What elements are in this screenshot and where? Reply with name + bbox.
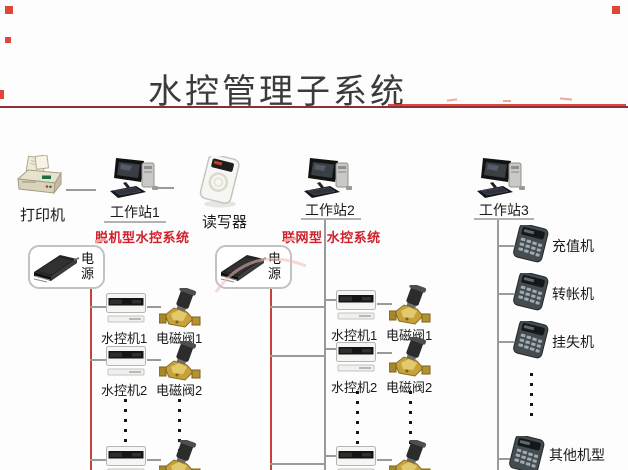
connector-line — [270, 306, 324, 308]
connector-line — [497, 245, 514, 247]
connector-line — [270, 355, 324, 357]
connector-line — [147, 459, 161, 461]
watermark-mark — [0, 90, 4, 99]
solenoid-valve-label: 电磁阀1 — [156, 331, 203, 346]
workstation1-label: 工作站1 — [110, 204, 160, 220]
reader-label: 读写器 — [202, 214, 248, 231]
water-controller-icon — [336, 342, 376, 372]
connector-line — [66, 189, 96, 191]
pos-terminal-icon — [508, 436, 546, 470]
terminal-label: 挂失机 — [552, 334, 594, 350]
connector-line — [147, 359, 161, 361]
solenoid-valve-icon — [389, 337, 431, 377]
terminal-label: 转帐机 — [552, 286, 594, 302]
printer-icon — [17, 155, 62, 194]
connector-line — [377, 303, 392, 305]
connector-line — [270, 463, 324, 465]
watermark-mark — [559, 97, 573, 101]
workstation3-icon — [476, 157, 526, 199]
ellipsis-dots — [409, 391, 412, 444]
water-controller-icon — [336, 446, 376, 470]
pos-terminal-icon — [512, 225, 550, 263]
watermark-mark — [612, 6, 620, 14]
bus-line-workstation2 — [324, 219, 326, 470]
power-line-offline — [90, 288, 92, 470]
card-reader-icon — [198, 156, 242, 208]
ellipsis-dots — [530, 373, 533, 416]
pos-terminal-icon — [512, 273, 550, 311]
workstation1-underline — [104, 221, 166, 223]
power-box-offline: 电源 — [28, 245, 105, 289]
connector-line — [324, 348, 338, 350]
solenoid-valve-icon — [159, 288, 201, 328]
terminal-label: 其他机型 — [549, 447, 605, 463]
power-adapter-icon — [33, 254, 80, 283]
terminal-label: 充值机 — [552, 238, 594, 254]
connector-line — [90, 306, 107, 308]
connector-line — [324, 455, 338, 457]
connector-line — [147, 306, 161, 308]
title-rule — [0, 106, 628, 108]
water-controller-label: 水控机2 — [331, 380, 378, 395]
watermark-mark — [5, 6, 13, 14]
workstation1-icon — [109, 157, 159, 199]
workstation3-label: 工作站3 — [479, 202, 529, 218]
solenoid-valve-icon — [389, 440, 431, 470]
connector-line — [377, 352, 392, 354]
offline-system-label: 脱机型水控系统 — [95, 230, 190, 245]
connector-line — [90, 459, 107, 461]
ellipsis-dots — [356, 391, 359, 444]
water-controller-label: 水控机2 — [101, 383, 148, 398]
solenoid-valve-icon — [159, 440, 201, 470]
connector-line — [497, 293, 514, 295]
pos-terminal-icon — [512, 321, 550, 359]
power-box-online: 电源 — [215, 245, 292, 289]
connector-line — [90, 359, 107, 361]
connector-line — [324, 299, 338, 301]
workstation3-underline — [474, 218, 534, 220]
page-title: 水控管理子系统 — [148, 74, 407, 111]
connector-line — [497, 458, 510, 460]
water-controller-icon — [106, 446, 146, 470]
solenoid-valve-icon — [389, 285, 431, 325]
watermark-mark — [5, 37, 11, 43]
connector-line — [156, 187, 174, 189]
solenoid-valve-label: 电磁阀2 — [386, 380, 433, 395]
printer-label: 打印机 — [20, 207, 66, 224]
power-label: 电源 — [81, 251, 95, 281]
solenoid-valve-label: 电磁阀2 — [156, 383, 203, 398]
power-label: 电源 — [268, 251, 282, 281]
bus-line-workstation3 — [497, 219, 499, 470]
solenoid-valve-icon — [159, 341, 201, 381]
watermark-mark — [503, 100, 511, 102]
workstation2-icon — [303, 157, 353, 199]
water-controller-icon — [106, 293, 146, 323]
connector-line — [497, 341, 514, 343]
power-adapter-icon — [220, 254, 267, 283]
power-line-online — [270, 288, 272, 470]
water-controller-label: 水控机1 — [331, 328, 378, 343]
watermark-mark — [446, 98, 458, 102]
water-controller-icon — [106, 346, 146, 376]
water-controller-label: 水控机1 — [101, 331, 148, 346]
online-system-label: 联网型 水控系统 — [282, 230, 381, 245]
water-controller-icon — [336, 290, 376, 320]
workstation2-label: 工作站2 — [305, 202, 355, 218]
title-rule-red-overlay — [388, 104, 626, 106]
ellipsis-dots — [124, 399, 127, 452]
connector-line — [377, 459, 392, 461]
workstation2-underline — [301, 218, 361, 220]
